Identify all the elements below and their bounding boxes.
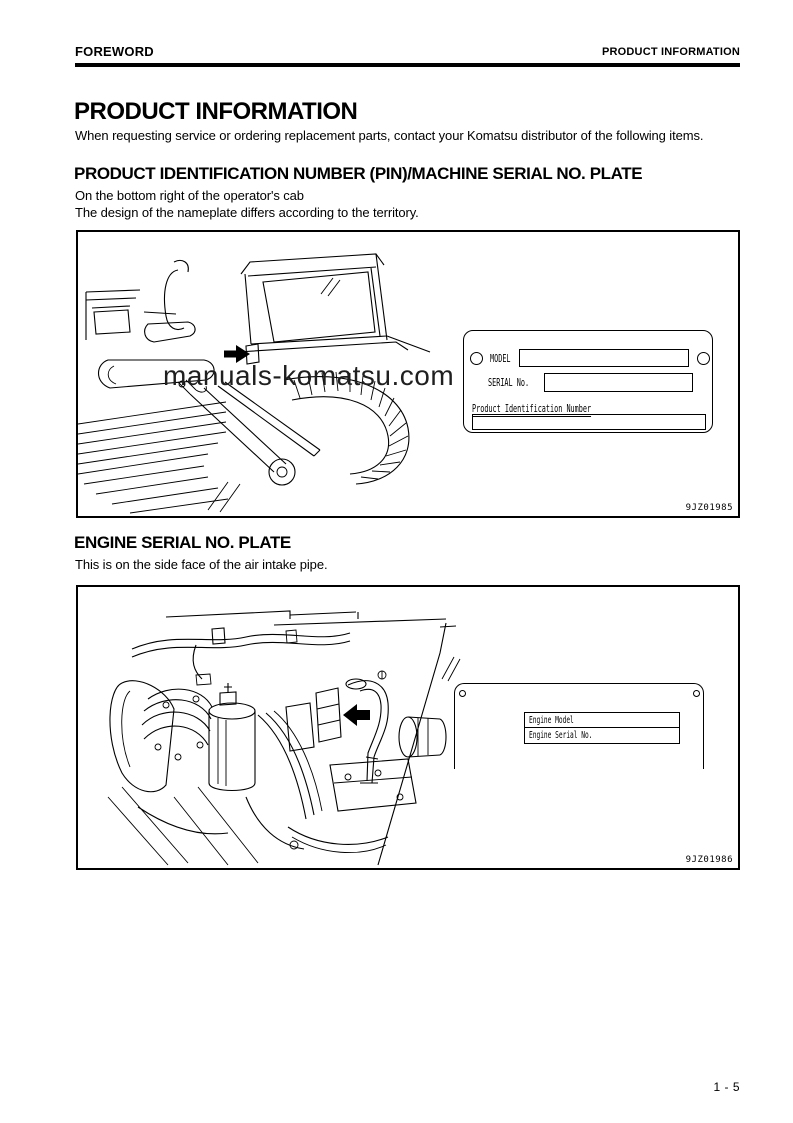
engine-figure: Engine Model Engine Serial No. 9JZ01986 bbox=[76, 585, 740, 870]
watermark-text: manuals-komatsu.com bbox=[163, 360, 455, 391]
engine-serial-plate-diagram: Engine Model Engine Serial No. bbox=[454, 683, 704, 769]
figure-code: 9JZ01985 bbox=[685, 503, 733, 513]
pin-note-line: The design of the nameplate differs acco… bbox=[75, 205, 419, 220]
engine-line-drawing bbox=[107, 610, 461, 866]
intro-paragraph: When requesting service or ordering repl… bbox=[75, 128, 704, 143]
pin-value-box bbox=[472, 414, 706, 430]
plate-hole-right bbox=[697, 352, 710, 365]
engine-plate-arrow-icon bbox=[343, 704, 370, 726]
pin-figure: manuals-komatsu.com MODEL SERIAL No. Pro… bbox=[76, 230, 740, 518]
plate-hole-left bbox=[459, 690, 466, 697]
pin-location-arrow-icon bbox=[224, 345, 250, 363]
serial-label: SERIAL No. bbox=[488, 376, 530, 389]
excavator-line-drawing bbox=[78, 253, 431, 514]
plate-hole-left bbox=[470, 352, 483, 365]
engine-location-line: This is on the side face of the air inta… bbox=[75, 557, 328, 572]
pin-section-heading: PRODUCT IDENTIFICATION NUMBER (PIN)/MACH… bbox=[74, 164, 643, 183]
engine-plate-table: Engine Model Engine Serial No. bbox=[524, 712, 680, 744]
header-rule bbox=[75, 63, 740, 67]
model-value-box bbox=[519, 349, 689, 367]
header-section-label: FOREWORD bbox=[75, 44, 154, 59]
serial-value-box bbox=[544, 373, 693, 392]
machine-serial-plate-diagram: MODEL SERIAL No. Product Identification … bbox=[463, 330, 713, 433]
model-label: MODEL bbox=[490, 352, 511, 365]
plate-hole-right bbox=[693, 690, 700, 697]
pin-location-line: On the bottom right of the operator's ca… bbox=[75, 188, 304, 203]
header-chapter-label: PRODUCT INFORMATION bbox=[601, 46, 740, 58]
engine-section-heading: ENGINE SERIAL NO. PLATE bbox=[74, 533, 291, 552]
page-title: PRODUCT INFORMATION bbox=[74, 98, 358, 125]
page-number: 1 - 5 bbox=[713, 1080, 740, 1094]
pin-number-label: Product Identification Number bbox=[472, 402, 592, 417]
engine-serial-label: Engine Serial No. bbox=[529, 730, 593, 741]
figure-code: 9JZ01986 bbox=[685, 855, 733, 865]
engine-model-label: Engine Model bbox=[529, 714, 574, 726]
